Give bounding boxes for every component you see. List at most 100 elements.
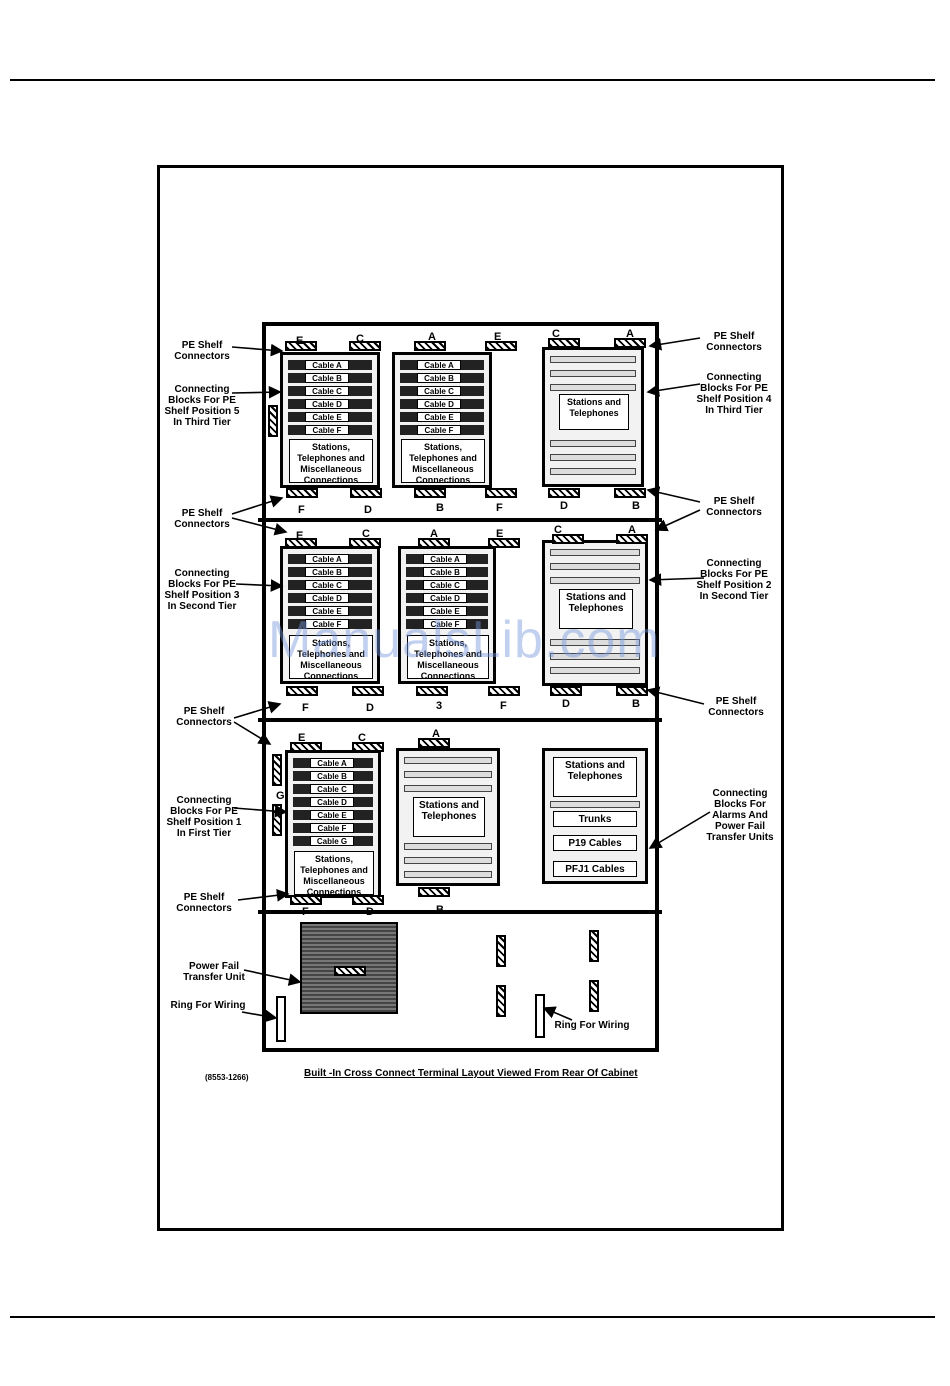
callout-ring-for-wiring: Ring For Wiring [170,1000,246,1011]
connector-side [268,405,278,437]
callout-ring-for-wiring: Ring For Wiring [554,1020,630,1031]
cable-label: Cable C [417,386,461,396]
cable-label: Cable E [423,606,467,616]
tier-separator-2-1 [258,718,662,722]
connector-A [414,341,446,351]
connector-A [614,338,646,348]
cable-label: Cable A [310,758,354,768]
connector-letter: A [430,528,438,540]
block-position2: Stations and Telephones [542,540,648,686]
cable-label: Cable E [305,412,349,422]
connector-letter: E [298,732,306,744]
connector-letter: D [366,702,374,714]
block-text: Stations and Telephones [553,757,637,797]
block-text: Stations and Telephones [559,394,629,430]
connector-letter: F [500,700,507,712]
connector-letter: B [632,500,640,512]
connector-C [552,534,584,544]
tier-separator-1-pft [258,910,662,914]
connector-D [352,686,384,696]
connector-letter: E [496,528,504,540]
cable-label: Cable F [305,619,349,629]
block-position3-middle: Cable A Cable B Cable C Cable D Cable E … [398,546,496,684]
connector-B [414,488,446,498]
connector-letter: C [356,333,364,345]
block-text-trunks: Trunks [553,811,637,827]
cable-label: Cable B [310,771,354,781]
connector-letter: F [302,702,309,714]
cable-label: Cable B [423,567,467,577]
connector-E [485,341,517,351]
callout-pe-shelf-connectors: PE Shelf Connectors [706,331,762,353]
callout-pe-shelf-connectors: PE Shelf Connectors [708,696,764,718]
cable-label: Cable E [305,606,349,616]
connector-letter: C [358,732,366,744]
cable-label: Cable B [305,373,349,383]
connector-letter: E [494,331,502,343]
block-text: Stations and Telephones [559,589,633,629]
cable-label: Cable D [423,593,467,603]
cable-label: Cable C [423,580,467,590]
connector-C [349,538,381,548]
cable-label: Cable A [305,554,349,564]
connector-pft [589,930,599,962]
cable-label: Cable D [310,797,354,807]
connector-letter: F [298,504,305,516]
figure-frame [157,165,784,1231]
callout-connecting-blocks-position2: Connecting Blocks For PE Shelf Position … [696,558,772,602]
connector-letter: A [626,328,634,340]
block-text: Stations, Telephones and Miscellaneous C… [294,851,374,897]
cable-label: Cable A [305,360,349,370]
connector-D [352,895,384,905]
callout-connecting-blocks-position1: Connecting Blocks For PE Shelf Position … [166,795,242,839]
connector-letter: A [432,728,440,740]
callout-pe-shelf-connectors: PE Shelf Connectors [176,892,232,914]
connector-3 [416,686,448,696]
connector-F [488,686,520,696]
figure-caption: Built -In Cross Connect Terminal Layout … [304,1068,638,1079]
block-text: Stations and Telephones [413,797,485,837]
block-position4: Stations and Telephones [542,347,644,487]
tier-separator-3-2 [258,518,662,522]
callout-pe-shelf-connectors: PE Shelf Connectors [176,706,232,728]
cable-label: Cable F [417,425,461,435]
connector-letter: A [628,524,636,536]
connector-letter: C [362,528,370,540]
connector-letter: G [276,790,285,802]
connector-C [349,341,381,351]
cable-label: Cable E [310,810,354,820]
connector-E [488,538,520,548]
connector-D [550,686,582,696]
connector-letter: C [552,328,560,340]
connector-D [350,488,382,498]
callout-pe-shelf-connectors: PE Shelf Connectors [706,496,762,518]
callout-power-fail-transfer-unit: Power Fail Transfer Unit [183,961,245,983]
cable-label: Cable F [423,619,467,629]
callout-connecting-blocks-alarms: Connecting Blocks For Alarms And Power F… [706,788,774,843]
connector-letter: A [428,331,436,343]
connector-F [290,895,322,905]
connector-F [286,488,318,498]
callout-pe-shelf-connectors: PE Shelf Connectors [174,508,230,530]
watermark: ManualsLib.com [268,611,661,669]
block-text: Stations, Telephones and Miscellaneous C… [401,439,485,485]
connector-F [286,686,318,696]
connector-C [548,338,580,348]
connector-side [272,754,282,786]
connector-letter: D [364,504,372,516]
bottom-rule [10,1316,935,1318]
connector-letter: C [554,524,562,536]
connector-letter: F [496,502,503,514]
cable-label: Cable F [305,425,349,435]
connector-letter: D [560,500,568,512]
connector-pft [589,980,599,1012]
cable-label: Cable D [305,593,349,603]
connector-C [352,742,384,752]
cable-label: Cable A [423,554,467,564]
cable-label: Cable C [305,580,349,590]
cable-label: Cable C [310,784,354,794]
connector-E [290,742,322,752]
top-rule [10,79,935,81]
block-position3-left: Cable A Cable B Cable C Cable D Cable E … [280,546,380,684]
callout-connecting-blocks-position5: Connecting Blocks For PE Shelf Position … [164,384,240,428]
